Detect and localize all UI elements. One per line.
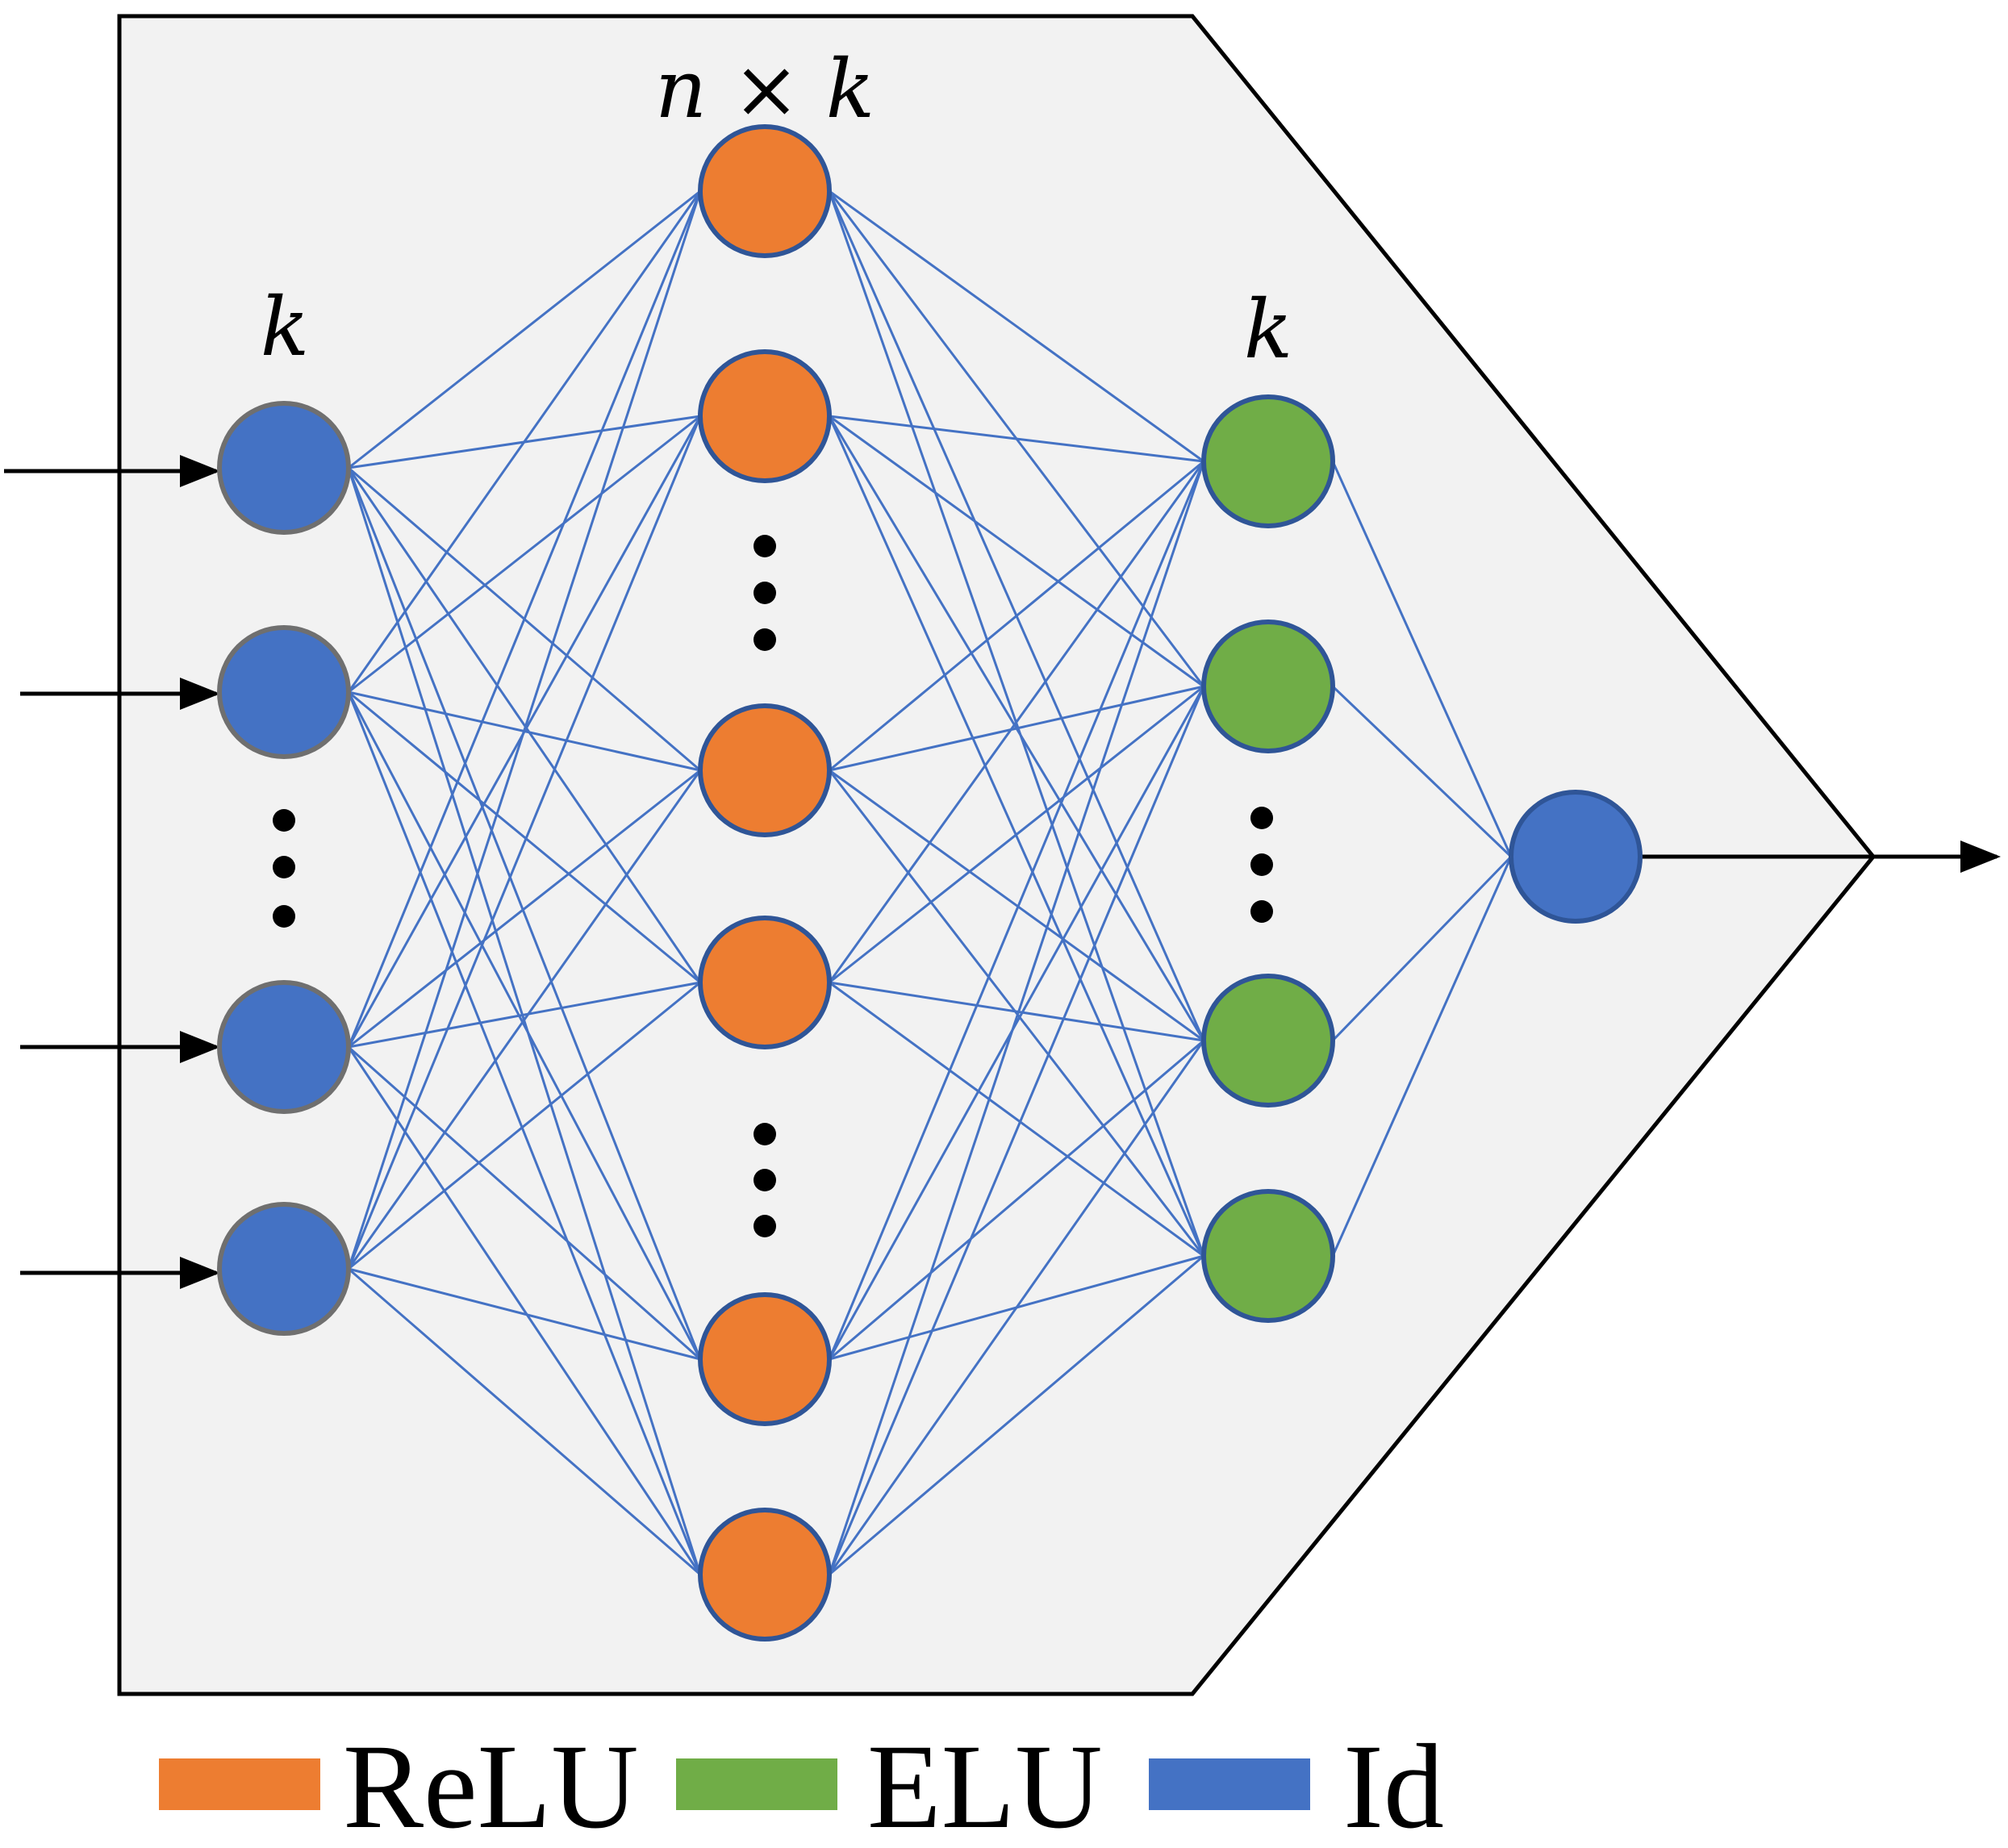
connection-edge <box>348 690 701 984</box>
legend-swatch-id <box>1149 1758 1310 1810</box>
connection-edge <box>348 981 701 1049</box>
connection-edge <box>829 981 1204 1258</box>
ellipsis-markers <box>273 535 1273 1237</box>
input-layer-label: k <box>261 280 310 374</box>
ellipsis-dot <box>273 856 295 878</box>
connection-edge <box>829 1254 1204 1576</box>
neuron-nodes <box>217 124 1643 1642</box>
connection-edge <box>348 415 701 694</box>
connection-edge <box>347 691 702 1575</box>
connection-edge <box>829 1039 1204 1361</box>
input-node-id <box>217 980 351 1114</box>
legend: ReLU ELU Id <box>159 1720 1444 1848</box>
input-node-id <box>217 625 351 759</box>
second-node-elu <box>1201 619 1335 753</box>
connection-edge <box>348 190 701 469</box>
network-block-outline <box>117 14 1876 1696</box>
connection-edge <box>829 685 1204 772</box>
connection-edge <box>347 190 702 693</box>
legend-label-id: Id <box>1343 1720 1444 1848</box>
connection-edge <box>829 190 1204 463</box>
vertical-ellipsis-icon <box>273 809 295 928</box>
ellipsis-dot <box>1250 853 1273 876</box>
connection-edge <box>1331 685 1513 858</box>
connection-edge <box>347 467 702 1360</box>
connection-edge <box>829 415 1204 463</box>
vertical-ellipsis-icon <box>1250 807 1273 923</box>
ellipsis-dot <box>754 628 776 651</box>
hidden-node-relu <box>698 1292 832 1426</box>
io-arrows <box>4 455 2001 1289</box>
input-node-id <box>217 1202 351 1336</box>
legend-label-elu: ELU <box>867 1720 1103 1848</box>
connection-edge <box>347 1046 702 1575</box>
connection-edge <box>347 190 702 1048</box>
connection-edge <box>828 686 1205 1360</box>
ellipsis-dot <box>754 1215 776 1237</box>
second-layer-label: k <box>1244 282 1293 377</box>
legend-label-relu: ReLU <box>343 1720 639 1848</box>
connection-edge <box>1331 855 1513 1042</box>
connection-edge <box>829 769 1204 1042</box>
connection-edge <box>348 1045 701 1361</box>
ellipsis-dot <box>1250 807 1273 829</box>
connection-edge <box>348 981 701 1270</box>
ellipsis-dot <box>273 809 295 832</box>
connection-edge <box>828 461 1205 1360</box>
ellipsis-dot <box>754 1169 776 1191</box>
connection-edge <box>828 770 1205 1257</box>
connection-edge <box>348 1267 701 1576</box>
second-node-elu <box>1201 974 1335 1108</box>
connection-edges <box>347 190 1513 1576</box>
hidden-node-relu <box>698 124 832 258</box>
ellipsis-dot <box>273 905 295 928</box>
hidden-node-relu <box>698 1508 832 1642</box>
ellipsis-dot <box>754 1123 776 1145</box>
connection-edge <box>1331 461 1513 857</box>
connection-edge <box>347 770 702 1270</box>
vertical-ellipsis-icon <box>754 535 776 651</box>
connection-edge <box>829 981 1204 1042</box>
second-node-elu <box>1201 1189 1335 1323</box>
connection-edge <box>347 691 702 1360</box>
connection-edge <box>828 415 1205 1257</box>
connection-edge <box>828 686 1205 1575</box>
connection-edge <box>829 415 1204 688</box>
second-node-elu <box>1201 394 1335 528</box>
connection-edge <box>348 1267 701 1361</box>
input-node-id <box>217 401 351 535</box>
ellipsis-dot <box>754 535 776 557</box>
connection-edge <box>1331 856 1513 1257</box>
vertical-ellipsis-icon <box>754 1123 776 1237</box>
hidden-node-relu <box>698 703 832 837</box>
ellipsis-dot <box>1250 900 1273 923</box>
connection-edge <box>347 467 702 983</box>
hidden-node-relu <box>698 916 832 1049</box>
connection-edge <box>828 461 1205 983</box>
ellipsis-dot <box>754 582 776 604</box>
hidden-layer-label: n × k <box>655 42 875 136</box>
connection-edge <box>829 460 1204 772</box>
connection-edge <box>828 461 1205 1575</box>
legend-swatch-relu <box>159 1758 320 1810</box>
connection-edge <box>829 685 1204 984</box>
connection-edge <box>347 190 702 1270</box>
legend-swatch-elu <box>676 1758 837 1810</box>
hidden-node-relu <box>698 349 832 483</box>
connection-edge <box>828 1040 1205 1575</box>
connection-edge <box>348 769 701 1049</box>
connection-edge <box>347 415 702 1270</box>
output-node-id <box>1509 790 1643 924</box>
